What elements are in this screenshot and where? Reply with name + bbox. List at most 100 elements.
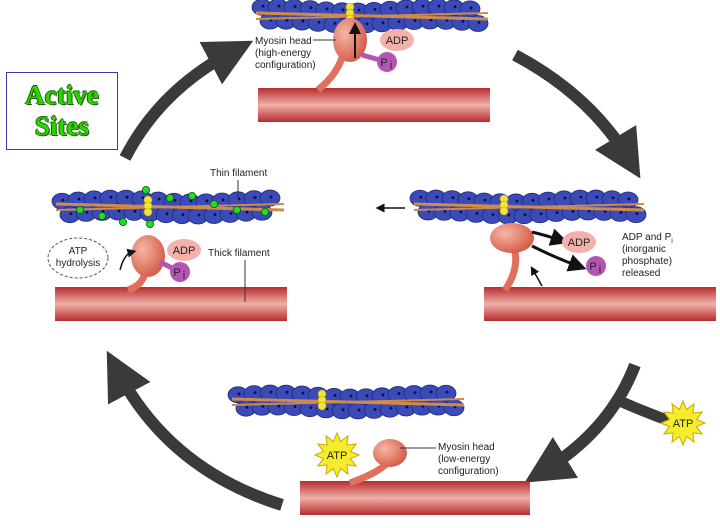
troponin-complex — [317, 401, 327, 411]
binding-site-dot — [261, 404, 265, 408]
binding-site-dot — [269, 390, 273, 394]
binding-site-dot — [325, 7, 329, 11]
binding-site-dot — [467, 197, 471, 201]
binding-site-dot — [141, 196, 145, 200]
svg-text:P: P — [589, 261, 596, 273]
binding-site-dot — [197, 213, 201, 217]
svg-text:hydrolysis: hydrolysis — [56, 258, 100, 269]
active-site-dots — [76, 2, 509, 411]
atp-hydrolysis-bubble: ATP hydrolysis — [47, 237, 109, 279]
tropomyosin-strand — [413, 203, 645, 211]
binding-site-dot — [389, 6, 393, 10]
svg-text:i: i — [390, 60, 392, 72]
svg-text:i: i — [599, 264, 601, 276]
myosin-head — [490, 223, 534, 253]
binding-site-dot — [293, 5, 297, 8]
binding-site-dot — [357, 408, 361, 412]
label-thin-filament: Thin filament — [210, 168, 267, 200]
binding-site-dot — [109, 195, 113, 199]
binding-site-dot — [515, 199, 519, 203]
binding-site-dot — [245, 405, 249, 409]
binding-site-dot — [475, 211, 479, 215]
binding-site-dot — [421, 4, 425, 8]
svg-text:i: i — [183, 270, 185, 282]
tropomyosin-strand — [55, 203, 285, 211]
adp-right: ADP — [562, 231, 596, 253]
troponin-complex — [143, 207, 153, 217]
binding-site-dot — [595, 195, 599, 199]
binding-site-dot — [85, 211, 89, 214]
pi-left: P i — [158, 259, 190, 282]
tropomyosin-strand — [231, 398, 465, 406]
binding-site-dot — [373, 7, 377, 11]
svg-text:Myosin head: Myosin head — [255, 36, 312, 47]
binding-site-dot — [325, 407, 329, 411]
label-released: ADP and Pi (inorganic phosphate) release… — [622, 232, 673, 279]
binding-site-dot — [309, 406, 313, 410]
svg-text:ADP and Pi: ADP and Pi — [622, 232, 673, 245]
svg-text:ATP: ATP — [673, 418, 694, 430]
binding-site-dot — [397, 392, 401, 395]
svg-text:(high-energy: (high-energy — [255, 48, 311, 59]
active-site-dot — [260, 207, 269, 216]
binding-site-dot — [461, 19, 465, 23]
binding-site-dot — [269, 195, 273, 199]
binding-site-dot — [389, 406, 393, 410]
binding-site-dot — [469, 6, 473, 10]
binding-site-dot — [301, 391, 305, 395]
svg-text:ATP: ATP — [69, 246, 88, 257]
binding-site-dot — [333, 394, 337, 397]
thick-filament-top — [258, 88, 490, 122]
label-myosin-head-low: Myosin head (low-energy configuration) — [400, 442, 499, 477]
binding-site-dot — [133, 210, 137, 213]
binding-site-dot — [61, 198, 65, 202]
active-site-dot — [76, 205, 85, 214]
binding-site-dot — [429, 390, 433, 394]
myosin-head — [373, 439, 407, 467]
binding-site-dot — [539, 212, 543, 216]
svg-text:P: P — [173, 267, 180, 279]
binding-site-dot — [627, 197, 631, 201]
active-site-dot — [232, 205, 241, 214]
actin-bead — [435, 384, 457, 402]
binding-site-dot — [117, 209, 121, 213]
pi-right: P i — [586, 256, 606, 276]
binding-site-dot — [293, 405, 297, 408]
thick-filament-right — [484, 287, 716, 321]
svg-text:released: released — [622, 268, 660, 279]
release-arrow-adp — [531, 228, 569, 246]
binding-site-dot — [491, 213, 495, 216]
svg-text:ADP: ADP — [386, 35, 409, 47]
svg-text:(low-energy: (low-energy — [438, 454, 490, 465]
binding-site-dot — [69, 212, 73, 216]
binding-site-dot — [611, 196, 615, 200]
binding-site-dot — [213, 213, 217, 216]
binding-site-dot — [635, 212, 639, 216]
svg-text:(inorganic: (inorganic — [622, 244, 666, 255]
binding-site-dot — [429, 18, 433, 22]
cycle-arrow-left-up — [119, 40, 254, 161]
binding-site-dot — [397, 20, 401, 23]
binding-site-dot — [253, 196, 257, 200]
binding-site-dot — [413, 391, 417, 394]
binding-site-dot — [277, 4, 281, 8]
binding-site-dot — [587, 209, 591, 213]
binding-site-dot — [205, 199, 209, 203]
svg-text:phosphate): phosphate) — [622, 256, 672, 267]
myosin-left — [119, 235, 165, 294]
svg-text:ATP: ATP — [327, 450, 348, 462]
myosin-head — [131, 235, 165, 277]
binding-site-dot — [365, 394, 369, 398]
svg-text:ADP: ADP — [173, 245, 196, 257]
troponin-complex — [499, 206, 509, 216]
binding-site-dot — [437, 4, 441, 8]
myosin-right — [490, 223, 587, 292]
active-site-dot — [141, 185, 150, 194]
pi-top: P i — [361, 52, 397, 72]
binding-site-dot — [459, 210, 463, 214]
svg-text:Myosin head: Myosin head — [438, 442, 495, 453]
binding-site-dot — [453, 5, 457, 9]
binding-site-dot — [93, 196, 97, 200]
binding-site-dot — [253, 391, 257, 395]
binding-site-dot — [277, 404, 281, 408]
